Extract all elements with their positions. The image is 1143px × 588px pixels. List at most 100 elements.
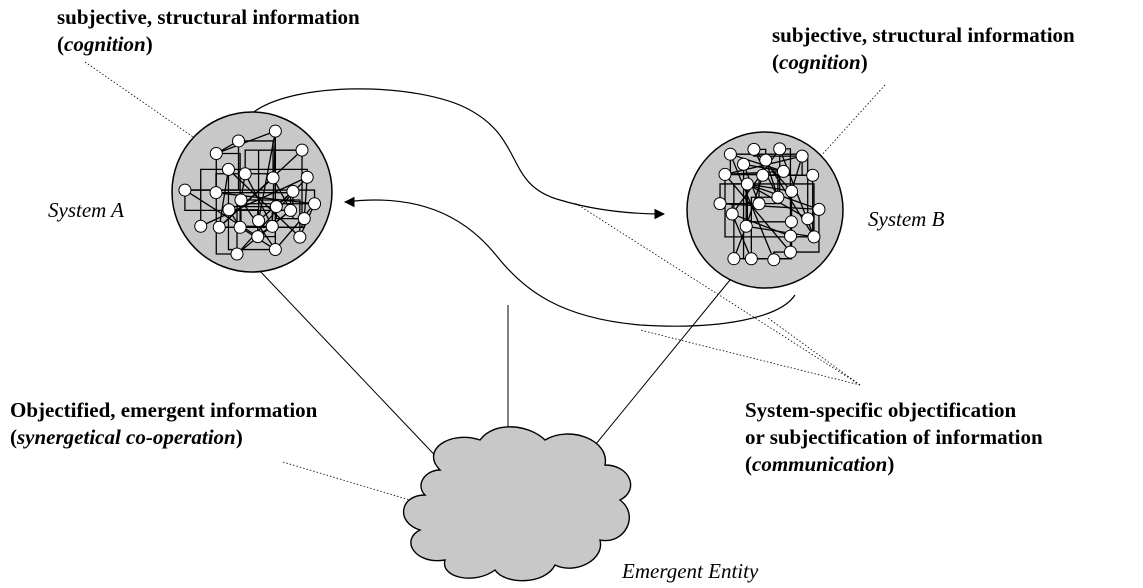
system-b-subnode	[783, 245, 797, 259]
communication-paren-open: (	[745, 452, 752, 476]
communication-paren-close: )	[887, 452, 895, 476]
system-a-subnode	[209, 186, 223, 200]
system-a-subnode	[286, 184, 300, 198]
system-b-subnode	[713, 197, 727, 211]
system-b-subnode	[744, 252, 758, 266]
system-a-subnode	[268, 243, 282, 257]
upper-connector	[249, 88, 666, 220]
system-a-subnode	[232, 134, 246, 148]
system-b-subnode	[806, 168, 820, 182]
cognition-a-emph: cognition	[64, 32, 146, 56]
system-b-subnode	[784, 229, 798, 243]
emergent-cloud	[402, 426, 632, 582]
system-a-link	[228, 209, 259, 237]
system-a-link	[236, 209, 291, 255]
system-b-subnode	[727, 252, 741, 266]
cognition-b-paren-close: )	[860, 50, 868, 74]
system-b-link	[729, 153, 775, 260]
system-a-subnode	[266, 171, 280, 185]
system-b-subnode	[795, 149, 809, 163]
pointer-cognition-a	[84, 61, 213, 151]
system-a-link	[215, 192, 315, 205]
system-a-subnode	[178, 183, 192, 197]
cognition-a-paren-open: (	[57, 32, 64, 56]
system-a-subnode	[293, 230, 307, 244]
label-cognition-a: subjective, structural information (cogn…	[57, 4, 360, 58]
pointer-communication-1	[574, 202, 861, 386]
cognition-b-emph: cognition	[779, 50, 861, 74]
system-b-link	[743, 163, 784, 173]
communication-line2: or subjectification of information	[745, 425, 1043, 449]
system-a-link	[184, 140, 240, 191]
lower-connector	[344, 199, 796, 327]
system-a-link	[227, 169, 276, 251]
system-b-link	[724, 170, 784, 176]
system-b-link	[746, 225, 815, 238]
cognition-b-text: subjective, structural information	[772, 23, 1075, 47]
system-a-subnode	[252, 214, 266, 228]
system-b-subnode	[812, 202, 826, 216]
system-a-link	[303, 177, 308, 219]
system-a-subnode	[233, 220, 247, 234]
label-system-a: System A	[48, 198, 125, 222]
system-a-link	[200, 168, 229, 227]
system-a-subnode	[230, 247, 244, 261]
system-b-subnode	[725, 207, 739, 221]
system-b-subnode	[739, 219, 753, 233]
system-a-subnode	[265, 219, 279, 233]
system-b-subnode	[784, 215, 798, 229]
system-b-link	[724, 174, 791, 253]
connectors	[249, 88, 796, 327]
system-b-subnode	[785, 184, 799, 198]
system-a-link	[240, 199, 301, 238]
label-system-b: System B	[868, 207, 945, 231]
system-b-subnode	[773, 142, 787, 156]
system-a-subnode	[238, 167, 252, 181]
system-a-subnode	[209, 146, 223, 160]
emergent-text: Objectified, emergent information	[10, 398, 318, 422]
pointer-communication-2	[639, 329, 861, 386]
system-a-subnode	[308, 197, 322, 211]
system-b-subnode	[718, 167, 732, 181]
system-b-subnode	[740, 177, 754, 191]
system-b-link	[790, 209, 820, 253]
system-b-link	[747, 183, 792, 192]
system-b-subnode	[752, 197, 766, 211]
system-b-subnode	[771, 190, 785, 204]
label-communication: System-specific objectification or subje…	[745, 397, 1043, 478]
system-b-link	[750, 196, 778, 259]
system-b-link	[730, 153, 784, 173]
system-b-node	[686, 131, 844, 289]
system-b-subnode	[723, 147, 737, 161]
system-a-subnode	[194, 219, 208, 233]
system-a-subnode	[295, 143, 309, 157]
system-a-subnode	[251, 230, 265, 244]
communication-line1: System-specific objectification	[745, 398, 1017, 422]
system-b-subnode	[756, 168, 770, 182]
system-b-subnode	[767, 253, 781, 267]
emergent-emph: synergetical co-operation	[17, 425, 236, 449]
pointer-communication-3	[767, 317, 861, 386]
system-a-subnode	[297, 212, 311, 226]
system-b-link	[751, 191, 793, 260]
system-a-subnode	[212, 220, 226, 234]
system-a-link	[216, 130, 276, 155]
system-a-link	[244, 149, 303, 174]
system-a-node	[171, 111, 333, 273]
system-a-link	[200, 176, 308, 227]
cognition-a-text: subjective, structural information	[57, 5, 360, 29]
label-emergent-entity: Emergent Entity	[622, 559, 759, 583]
system-b-subnode	[759, 153, 773, 167]
system-b-subnode	[807, 230, 821, 244]
emergent-paren-open: (	[10, 425, 17, 449]
system-a-subnode	[234, 193, 248, 207]
system-a-subnode	[300, 170, 314, 184]
system-b-subnode	[737, 157, 751, 171]
label-emergent-info: Objectified, emergent information (syner…	[10, 397, 317, 451]
system-b-subnode	[747, 142, 761, 156]
cognition-b-paren-open: (	[772, 50, 779, 74]
communication-emph: communication	[752, 452, 888, 476]
emergent-paren-close: )	[235, 425, 243, 449]
